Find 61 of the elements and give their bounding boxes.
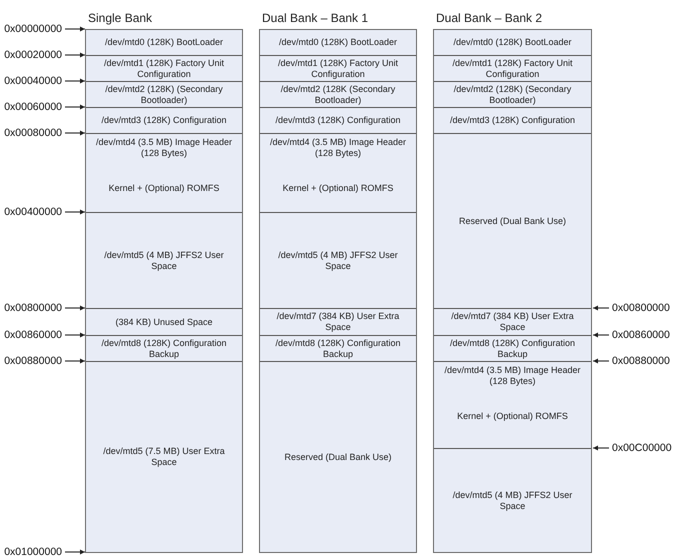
address-label: 0x00060000 bbox=[4, 100, 62, 114]
region-label: /dev/mtd0 (128K) BootLoader bbox=[104, 37, 224, 48]
region-label: /dev/mtd4 (3.5 MB) Image Header (128 Bytes) bbox=[268, 137, 408, 159]
region-label: /dev/mtd5 (4 MB) JFFS2 User Space bbox=[103, 250, 225, 272]
region-label: /dev/mtd2 (128K) (Secondary Bootloader) bbox=[452, 84, 572, 106]
address-label: 0x00040000 bbox=[4, 74, 62, 88]
column-heading: Dual Bank – Bank 1 bbox=[262, 11, 368, 25]
address-label: 0x00C00000 bbox=[612, 441, 672, 455]
region-label: /dev/mtd1 (128K) Factory Unit Configuration bbox=[276, 58, 400, 80]
leader-arrow bbox=[64, 52, 86, 58]
region-label: /dev/mtd7 (384 KB) User Extra Space bbox=[450, 311, 575, 333]
region-label: /dev/mtd5 (4 MB) JFFS2 User Space bbox=[452, 490, 574, 512]
region-label: /dev/mtd3 (128K) Configuration bbox=[274, 115, 402, 126]
address-label: 0x00860000 bbox=[612, 328, 670, 342]
region-label: /dev/mtd4 (3.5 MB) Image Header (128 Bytes) bbox=[94, 137, 234, 159]
region-label: /dev/mtd4 (3.5 MB) Image Header (128 Bytes) bbox=[443, 365, 582, 387]
region-label: Kernel + (Optional) ROMFS bbox=[282, 182, 394, 194]
region-label: Kernel + (Optional) ROMFS bbox=[456, 410, 569, 422]
leader-arrow bbox=[64, 104, 86, 110]
address-label: 0x00880000 bbox=[4, 354, 62, 368]
region-label: /dev/mtd2 (128K) (Secondary Bootloader) bbox=[104, 84, 224, 106]
region-label: /dev/mtd7 (384 KB) User Extra Space bbox=[276, 311, 400, 333]
region-label: Kernel + (Optional) ROMFS bbox=[108, 182, 220, 194]
leader-arrow bbox=[592, 446, 610, 450]
address-label: 0x00020000 bbox=[4, 48, 62, 62]
region-label: (384 KB) Unused Space bbox=[114, 316, 214, 328]
address-label: 0x00800000 bbox=[612, 301, 670, 315]
region-label: Reserved (Dual Bank Use) bbox=[458, 216, 568, 226]
leader-arrow bbox=[592, 358, 610, 364]
region-label: /dev/mtd8 (128K) Configuration Backup bbox=[274, 338, 402, 360]
address-label: 0x00400000 bbox=[4, 205, 62, 219]
region-label: /dev/mtd3 (128K) Configuration bbox=[448, 115, 576, 126]
column-heading: Dual Bank – Bank 2 bbox=[436, 11, 542, 25]
leader-arrow bbox=[64, 332, 86, 338]
region-label: /dev/mtd1 (128K) Factory Unit Configuration bbox=[102, 58, 226, 80]
leader-arrow bbox=[64, 130, 86, 136]
leader-arrow bbox=[64, 358, 86, 364]
address-label: 0x00000000 bbox=[4, 22, 62, 36]
column-heading: Single Bank bbox=[88, 11, 152, 25]
address-label: 0x01000000 bbox=[4, 545, 62, 559]
region-label: /dev/mtd5 (4 MB) JFFS2 User Space bbox=[277, 250, 399, 272]
region-label: /dev/mtd5 (7.5 MB) User Extra Space bbox=[102, 446, 226, 468]
region-label: /dev/mtd0 (128K) BootLoader bbox=[278, 37, 398, 48]
region-label: Reserved (Dual Bank Use) bbox=[283, 452, 393, 462]
address-label: 0x00080000 bbox=[4, 126, 62, 140]
leader-arrow bbox=[64, 78, 86, 84]
region-label: /dev/mtd8 (128K) Configuration Backup bbox=[100, 338, 228, 360]
leader-arrow bbox=[592, 332, 610, 338]
leader-arrow bbox=[64, 306, 86, 310]
leader-arrow bbox=[64, 210, 86, 214]
leader-arrow bbox=[592, 306, 610, 310]
region-label: /dev/mtd0 (128K) BootLoader bbox=[452, 37, 573, 48]
region-label: /dev/mtd2 (128K (Secondary Bootloader) bbox=[280, 84, 396, 106]
region-label: /dev/mtd3 (128K) Configuration bbox=[100, 115, 228, 126]
leader-arrow bbox=[64, 26, 86, 32]
leader-arrow bbox=[64, 550, 86, 554]
region-label: /dev/mtd1 (128K) Factory Unit Configuration bbox=[451, 58, 574, 80]
address-label: 0x00860000 bbox=[4, 328, 62, 342]
address-label: 0x00800000 bbox=[4, 301, 62, 315]
region-label: /dev/mtd8 (128K) Configuration Backup bbox=[448, 338, 576, 360]
address-label: 0x00880000 bbox=[612, 354, 670, 368]
